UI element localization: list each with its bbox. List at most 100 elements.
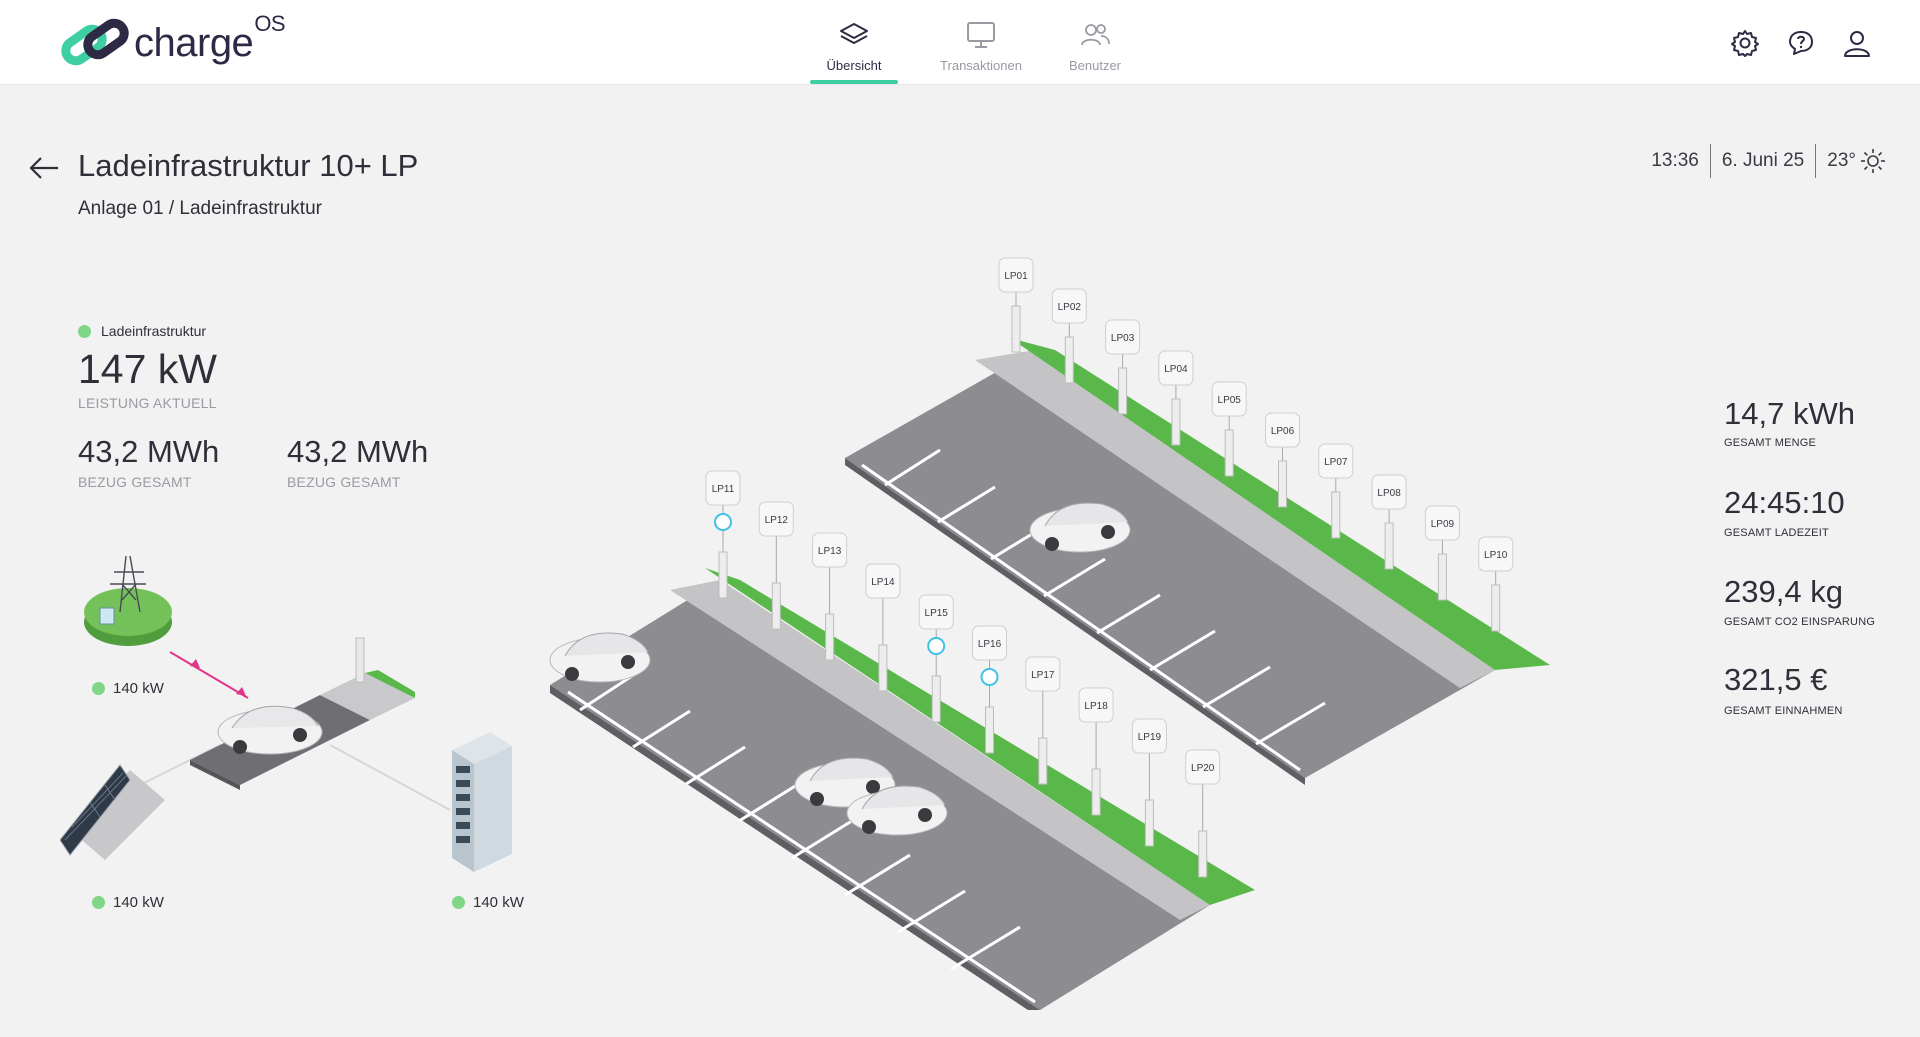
charge-point-lp19[interactable]: LP19 [1131,718,1167,847]
charge-point-lp11[interactable]: LP11 [705,470,741,599]
charge-point-label: LP01 [1004,271,1028,282]
charge-point-label-box [1131,718,1167,754]
charger-post [1171,398,1181,446]
charge-point-label-box [812,532,848,568]
current-date: 6. Juni 25 [1721,150,1805,171]
battery-storage[interactable] [452,732,512,872]
charge-point-lp16[interactable]: LP16 [972,625,1007,754]
charge-point-label-box [865,563,901,599]
charge-point-label-box [918,594,954,630]
help-chat-icon[interactable] [1786,28,1816,58]
grid-substation[interactable] [84,555,172,646]
sun-icon [1861,149,1885,173]
energy-flow-diagram [60,555,512,872]
tab-transaktionen-label: Transaktionen [940,58,1022,73]
current-power-caption: LEISTUNG AKTUELL [78,395,217,411]
charge-point-label: LP04 [1164,364,1188,375]
charger-post [1198,830,1208,878]
charge-point-lp06[interactable]: LP06 [1265,412,1300,508]
charge-point-lp10[interactable]: LP10 [1478,536,1514,632]
charge-point-label: LP15 [925,608,949,619]
top-bar: chargeOS Übersicht Transaktionen [0,0,1920,85]
charge-point-lp07[interactable]: LP07 [1318,443,1354,539]
tab-transaktionen[interactable]: Transaktionen [924,0,1038,84]
total-revenue-value: 321,5 € [1724,662,1828,697]
charge-point-label-box [1211,381,1247,417]
charge-point-lp09[interactable]: LP09 [1424,505,1460,601]
charge-point-lp15[interactable]: LP15 [918,594,954,723]
back-arrow-icon[interactable] [28,152,60,184]
charge-point-label-box [998,257,1034,293]
charger-post [1278,460,1287,508]
user-icon[interactable] [1842,28,1872,58]
status-dot [78,324,91,338]
total-revenue-caption: GESAMT EINNAHMEN [1724,705,1843,717]
charge-point-lp17[interactable]: LP17 [1025,656,1061,785]
charger-post [1144,799,1154,847]
bezug-gesamt-value-2: 43,2 MWh [287,434,429,469]
charge-point-label-box [1078,687,1114,723]
monitor-icon [967,22,995,48]
charge-point-lp02[interactable]: LP02 [1051,288,1087,384]
charge-point-lp01[interactable]: LP01 [998,257,1034,353]
bezug-gesamt-caption: BEZUG GESAMT [78,474,192,490]
charger-post [1118,367,1128,415]
charge-point-lp12[interactable]: LP12 [758,501,794,630]
charge-point-label-box [1318,443,1354,479]
charge-point-lp20[interactable]: LP20 [1185,749,1221,878]
page-title: Ladeinfrastruktur 10+ LP [78,148,419,183]
charge-point-lp13[interactable]: LP13 [812,532,848,661]
site-label: Ladeinfrastruktur [101,323,207,339]
total-charge-time-value: 24:45:10 [1724,485,1845,520]
charger-post [1331,491,1341,539]
charge-point-lp05[interactable]: LP05 [1211,381,1247,477]
charger-post [878,644,888,692]
car-charging-pad[interactable] [190,637,415,790]
status-dot [92,682,105,695]
charge-point-lp18[interactable]: LP18 [1078,687,1114,816]
status-dot [92,896,105,909]
car-lower-3 [846,785,948,836]
logo-text: chargeOS [134,11,286,65]
tab-benutzer-label: Benutzer [1068,58,1122,73]
charge-point-label: LP06 [1271,426,1295,437]
gear-icon[interactable] [1730,28,1760,58]
car-lower-1 [549,632,651,683]
charge-point-lp08[interactable]: LP08 [1371,474,1407,570]
charge-point-label: LP07 [1324,457,1348,468]
total-co2-caption: GESAMT CO2 EINSPARUNG [1724,616,1876,628]
app-logo[interactable]: chargeOS [60,11,286,70]
charging-active-icon [980,668,999,686]
users-icon [1081,24,1110,46]
storage-power-readout: 140 kW [452,894,524,911]
logo-superscript: OS [254,11,286,37]
charging-active-icon [927,637,946,655]
header-actions [1730,28,1872,58]
charger-post [718,551,728,599]
tab-uebersicht[interactable]: Übersicht [810,0,898,84]
tab-benutzer[interactable]: Benutzer [1038,0,1152,84]
charge-point-lp03[interactable]: LP03 [1105,319,1141,415]
charge-point-label-box [1051,288,1087,324]
grid-power-readout: 140 kW [92,680,164,697]
charge-point-label: LP10 [1484,550,1508,561]
breadcrumb: Anlage 01 / Ladeinfrastruktur [78,198,322,219]
current-power-value: 147 kW [78,346,217,392]
charge-point-lp04[interactable]: LP04 [1158,350,1194,446]
charge-point-label: LP19 [1138,732,1162,743]
total-co2-value: 239,4 kg [1724,574,1843,609]
charge-point-label: LP13 [818,546,842,557]
charge-point-label-box [1185,749,1221,785]
main-nav: Übersicht Transaktionen Benutzer [810,0,1152,84]
solar-panel[interactable] [60,764,165,860]
charge-point-label: LP20 [1191,763,1215,774]
site-status: Ladeinfrastruktur [78,323,206,339]
solar-power-readout: 140 kW [92,894,164,911]
charger-post [825,613,835,661]
bezug-gesamt-caption-2: BEZUG GESAMT [287,474,401,490]
charger-post [1437,553,1447,601]
charge-point-label: LP16 [978,639,1002,650]
charge-point-label: LP05 [1218,395,1242,406]
charge-point-label-box [972,625,1007,661]
charge-point-lp14[interactable]: LP14 [865,563,901,692]
